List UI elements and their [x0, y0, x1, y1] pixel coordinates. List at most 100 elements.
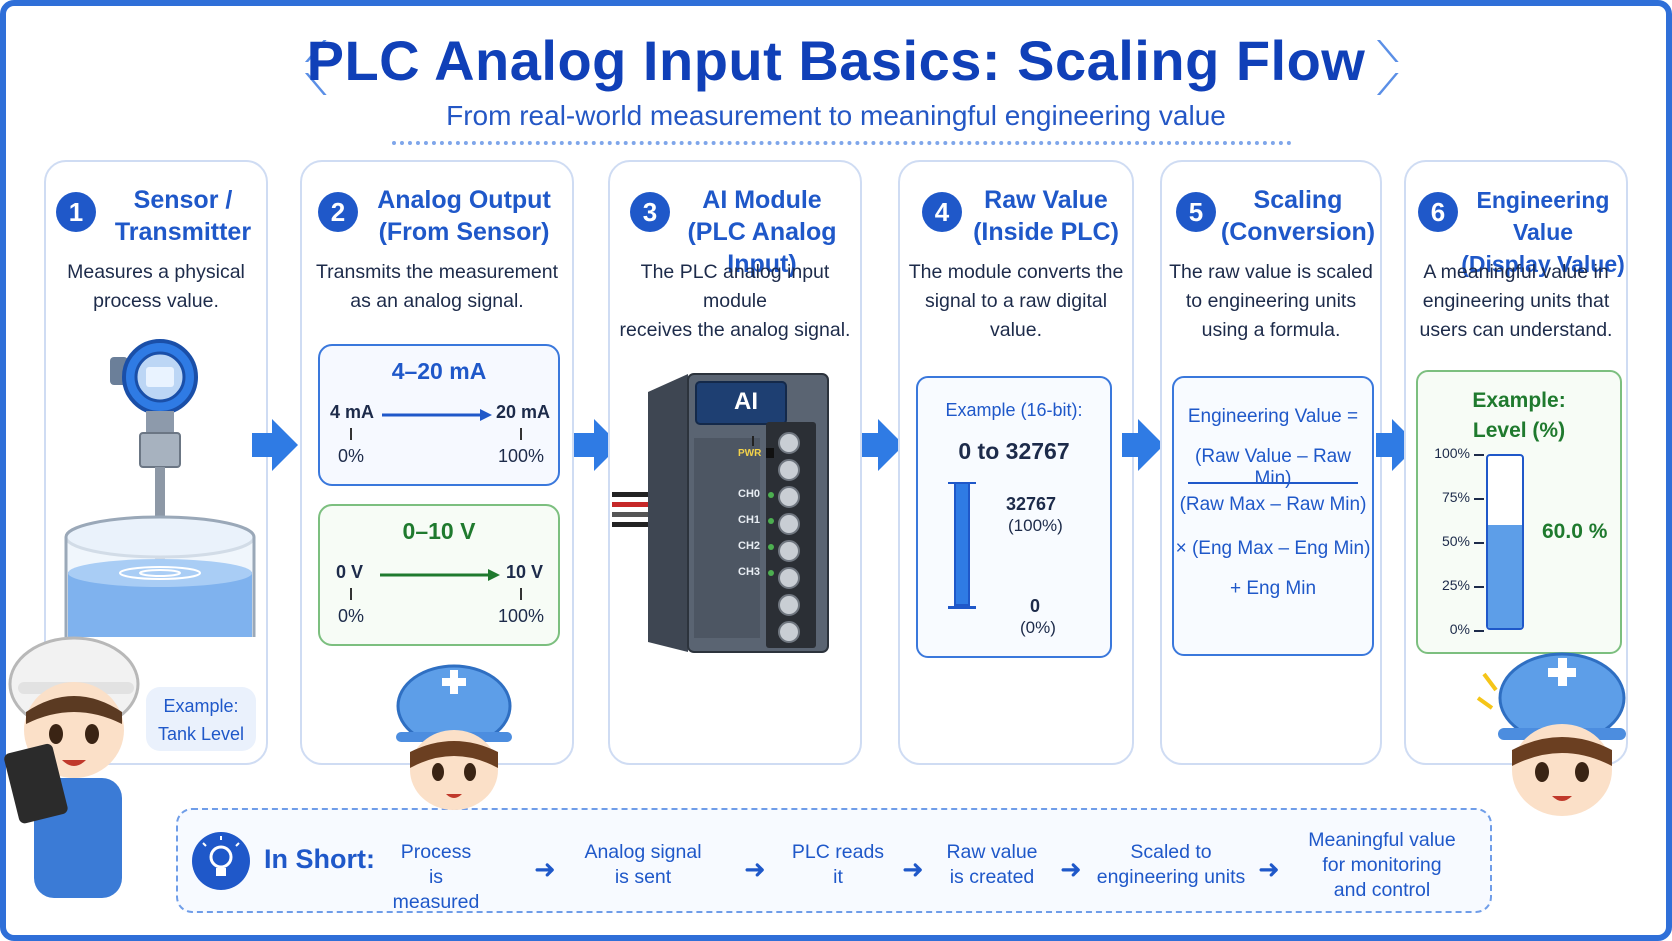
summary-step-3: PLC reads it [788, 840, 888, 890]
step-title-3: AI Module (PLC Analog Input) [666, 184, 858, 280]
ai-pwr-label: PWR [738, 448, 762, 459]
summary-step-4-line1: Raw value [946, 841, 1038, 863]
current-high-tick [520, 428, 522, 440]
ai-pwr-led [766, 448, 774, 458]
summary-step-1: Process is measured [386, 840, 486, 915]
engineering-tick-mark [1474, 454, 1484, 456]
step-desc-6: A meaningful value in engineering units … [1412, 258, 1620, 345]
raw-bar-bottom-tick [948, 606, 976, 609]
level-gauge [1486, 454, 1524, 630]
step-title-2-line1: Analog Output [377, 186, 551, 214]
ai-channel-0-led [768, 492, 774, 498]
step-number-1: 1 [56, 192, 96, 232]
step-desc-6-line1: A meaningful value in [1423, 261, 1609, 283]
summary-step-4: Raw value is created [942, 840, 1042, 890]
terminal-screw-icon [778, 594, 800, 616]
ai-module-label: AI [734, 388, 758, 415]
summary-step-2-line2: is sent [614, 866, 672, 888]
voltage-low-tick [350, 588, 352, 600]
step-title-6-line1: Engineering Value [1476, 187, 1610, 245]
ai-channel-2-label: CH2 [738, 540, 761, 552]
ai-channel-2-led [768, 544, 774, 550]
voltage-signal-title: 0–10 V [402, 518, 476, 544]
step-desc-5-line3: using a formula. [1201, 319, 1341, 341]
step-title-5-line2: (Conversion) [1220, 218, 1376, 246]
engineering-value-label: 60.0 % [1542, 520, 1608, 543]
engineering-tick-label: 25% [1441, 577, 1470, 593]
voltage-signal-low: 0 V [336, 562, 364, 582]
sparkle-right-icon: ⟍⟋ [1378, 36, 1398, 100]
step-title-1: Sensor / Transmitter [100, 184, 266, 248]
worker-character-middle [396, 664, 512, 810]
voltage-signal-high: 10 V [506, 562, 544, 582]
current-signal-box: 4–20 mA 4 mA 20 mA 0% 100% [318, 344, 560, 486]
step-number-3: 3 [630, 192, 670, 232]
step-desc-3-line2: receives the analog signal. [619, 319, 851, 341]
summary-step-6: Meaningful value for monitoring and cont… [1302, 828, 1462, 903]
engineering-value-box: Example: Level (%) 100%75%50%25%0% 60.0 … [1416, 370, 1622, 654]
step-title-1-line2: Transmitter [114, 218, 252, 246]
terminal-screw-icon [778, 540, 800, 562]
step-desc-6-line2: engineering units that [1422, 290, 1610, 312]
ai-channel-0-label: CH0 [738, 488, 761, 500]
summary-step-1-line1: Process [400, 841, 472, 863]
summary-step-5: Scaled to engineering units [1096, 840, 1246, 890]
terminal-screw-icon [778, 513, 800, 535]
formula-fraction-bar [1188, 482, 1358, 484]
summary-step-4-line2: is created [949, 866, 1035, 888]
step-desc-3: The PLC analog input module receives the… [616, 258, 854, 345]
step-card-5: 5 Scaling (Conversion) The raw value is … [1160, 160, 1382, 765]
engineering-tick-mark [1474, 498, 1484, 500]
engineering-tick-mark [1474, 586, 1484, 588]
raw-max-pct: (100%) [1008, 516, 1063, 535]
terminal-screw-icon [778, 486, 800, 508]
example-tank-level: Example: Tank Level [146, 687, 256, 751]
current-signal-title: 4–20 mA [391, 358, 487, 384]
voltage-signal-box: 0–10 V 0 V 10 V 0% 100% [318, 504, 560, 646]
engineering-tick-label: 0% [1449, 621, 1470, 637]
step-title-3-line2: (PLC Analog Input) [687, 218, 837, 278]
sparkle-left-icon: ⟋⟍ [306, 36, 326, 100]
worker-character-left [4, 636, 140, 898]
formula-line-5: + Eng Min [1229, 578, 1317, 599]
lightbulb-icon [192, 832, 250, 890]
example-tank-level-line2: Tank Level [157, 724, 245, 744]
ai-channel-3-led [768, 570, 774, 576]
summary-label: In Short: [264, 844, 375, 874]
current-signal-low-pct: 0% [338, 446, 365, 466]
step-desc-5-line2: to engineering units [1185, 290, 1357, 312]
summary-step-5-line1: Scaled to [1130, 841, 1212, 863]
flow-arrow-1-icon [272, 419, 298, 471]
engineering-example-line1: Example: [1472, 389, 1566, 412]
summary-arrow-5-icon: ➜ [1258, 854, 1280, 884]
example-tank-level-line1: Example: [163, 696, 239, 716]
flow-arrow-2-shaft [574, 433, 596, 457]
step-desc-4: The module converts the signal to a raw … [906, 258, 1126, 345]
terminal-screw-icon [778, 567, 800, 589]
summary-step-6-line3: and control [1333, 879, 1431, 901]
step-desc-4-line2: signal to a raw digital value. [924, 290, 1108, 341]
step-title-2: Analog Output (From Sensor) [364, 184, 564, 248]
step-desc-1-line1: Measures a physical [67, 261, 245, 283]
terminal-screw-icon [778, 432, 800, 454]
ai-channel-1-led [768, 518, 774, 524]
summary-step-5-line2: engineering units [1096, 866, 1246, 888]
formula-line-4: × (Eng Max – Eng Min) [1175, 538, 1371, 559]
step-title-6: Engineering Value (Display Value) [1460, 184, 1626, 280]
summary-step-1-line2: is measured [392, 866, 480, 913]
raw-max-label: 32767 [1006, 494, 1057, 514]
summary-step-2-line1: Analog signal [584, 841, 702, 863]
current-signal-arrow-icon [382, 409, 492, 421]
step-title-6-line2: (Display Value) [1461, 251, 1625, 277]
ai-channel-3-label: CH3 [738, 566, 761, 578]
engineering-tick-mark [1474, 630, 1484, 632]
step-desc-1: Measures a physical process value. [52, 258, 260, 316]
current-signal-high: 20 mA [496, 402, 551, 422]
step-desc-2: Transmits the measurement as an analog s… [308, 258, 566, 316]
summary-arrow-4-icon: ➜ [1060, 854, 1082, 884]
step-title-3-line1: AI Module [702, 186, 822, 214]
page-title: PLC Analog Input Basics: Scaling Flow [306, 29, 1366, 92]
step-desc-4-line1: The module converts the [908, 261, 1124, 283]
step-desc-2-line1: Transmits the measurement [315, 261, 559, 283]
